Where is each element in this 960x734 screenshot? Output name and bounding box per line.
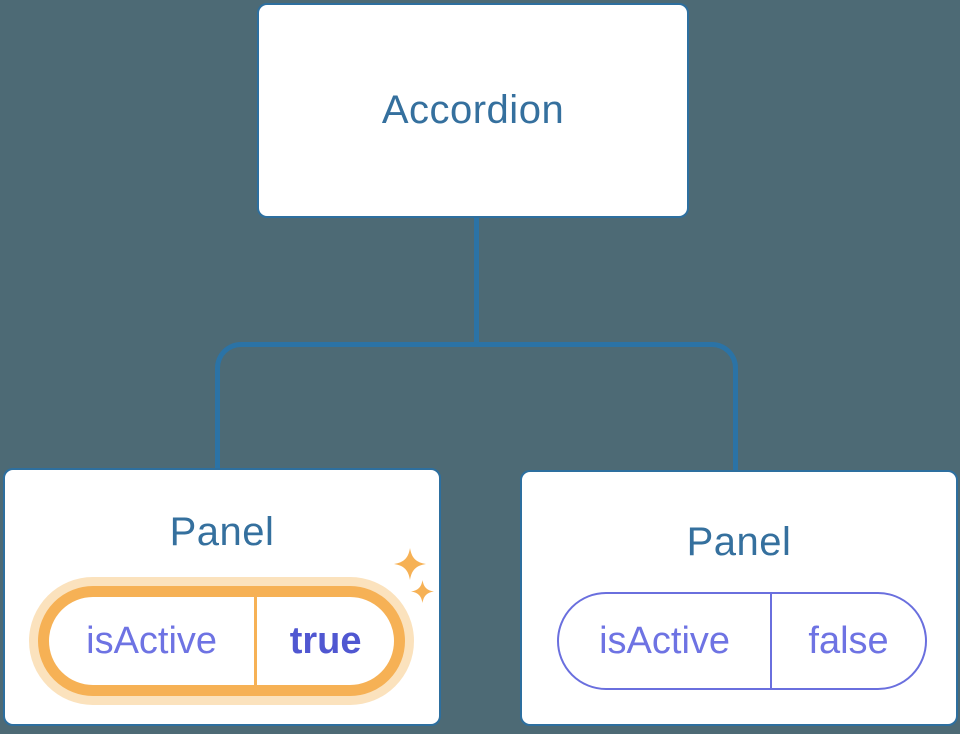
sparkle-icon	[394, 548, 426, 580]
panel-node-active: Panel isActive true	[3, 468, 441, 726]
accordion-node: Accordion	[257, 3, 689, 218]
prop-name-cell: isActive	[86, 619, 218, 662]
prop-name-cell: isActive	[599, 619, 731, 662]
connector-branches	[215, 342, 738, 470]
state-pill-active: isActive true	[38, 586, 405, 696]
sparkle-icon	[411, 579, 434, 604]
prop-value-cell: true	[289, 619, 362, 662]
sparkle-icon	[411, 580, 434, 603]
panel-node-label: Panel	[686, 520, 792, 564]
prop-value-cell: false	[808, 619, 889, 662]
pill-divider	[770, 594, 773, 688]
panel-node-inactive: Panel isActive false	[520, 470, 958, 726]
panel-node-label: Panel	[169, 510, 275, 554]
accordion-node-label: Accordion	[381, 88, 565, 132]
sparkle-icon	[394, 545, 426, 583]
connector-stem	[474, 216, 479, 343]
state-pill-inactive: isActive false	[557, 592, 927, 690]
pill-divider	[254, 597, 258, 685]
